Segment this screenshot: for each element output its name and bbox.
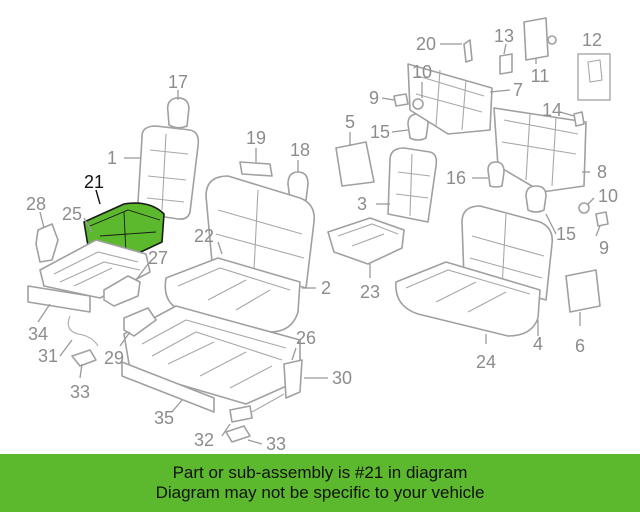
callout-15-lower: 15 (556, 224, 576, 244)
callout-12: 12 (582, 30, 602, 50)
callout-34: 34 (28, 324, 48, 344)
bolt-14-part (573, 111, 585, 127)
frame-7-part (407, 63, 493, 135)
cushion-24-part (395, 261, 541, 337)
bolt-9-part (393, 93, 409, 107)
callout-9-upper: 9 (369, 88, 379, 108)
washer-10-lower-part (578, 202, 590, 214)
callout-15-upper: 15 (370, 122, 390, 142)
callout-2: 2 (321, 278, 331, 298)
callout-24: 24 (476, 352, 496, 372)
trim-34-part (27, 285, 91, 313)
seatback-3-part (387, 147, 438, 223)
callout-23: 23 (360, 282, 380, 302)
bracket-27-part (103, 275, 141, 307)
headrest-16-part (487, 161, 505, 188)
callout-1: 1 (107, 148, 117, 168)
callout-18: 18 (290, 140, 310, 160)
callout-17: 17 (168, 72, 188, 92)
info-banner: Part or sub-assembly is #21 in diagram D… (0, 454, 640, 512)
callout-33-center: 33 (266, 434, 286, 454)
callout-28: 28 (26, 194, 46, 214)
callout-25: 25 (62, 204, 82, 224)
panel-6-part (565, 269, 601, 313)
callout-26: 26 (296, 328, 316, 348)
latch-13-part (499, 53, 513, 75)
callout-16: 16 (446, 168, 466, 188)
callout-19: 19 (246, 128, 266, 148)
callout-3: 3 (357, 194, 367, 214)
module-32-part (229, 405, 253, 423)
inset-12-box (577, 53, 611, 101)
bracket-28-part (35, 223, 59, 263)
callout-35: 35 (154, 408, 174, 428)
headrest-15-lower-part (525, 185, 547, 213)
callout-4: 4 (533, 334, 543, 354)
callout-27: 27 (148, 248, 168, 268)
cable-31-part (67, 315, 99, 347)
callout-10-upper: 10 (412, 62, 432, 82)
callout-10-lower: 10 (598, 186, 618, 206)
callout-21: 21 (84, 172, 104, 192)
frame-8-part (493, 107, 587, 193)
callout-22: 22 (194, 226, 214, 246)
callout-31: 31 (38, 346, 58, 366)
bolt-20-part (463, 39, 473, 63)
bolt-9-lower-part (595, 211, 609, 227)
callout-13: 13 (494, 26, 514, 46)
callout-8: 8 (597, 162, 607, 182)
callout-7: 7 (513, 80, 523, 100)
latch-11-part (523, 17, 549, 61)
callout-20: 20 (416, 34, 436, 54)
callout-14: 14 (542, 100, 562, 120)
bracket-30-part (283, 359, 303, 399)
headrest-17-part (166, 97, 190, 129)
callout-11: 11 (531, 66, 550, 86)
callout-33-left: 33 (70, 382, 90, 402)
callout-9-lower: 9 (599, 238, 609, 258)
callout-32: 32 (194, 430, 214, 450)
callout-30: 30 (332, 368, 352, 388)
callout-6: 6 (575, 336, 585, 356)
washer-10-part (412, 98, 424, 110)
washer-11-part (547, 35, 557, 45)
panel-5-part (335, 141, 375, 187)
clip-33-part (71, 349, 97, 367)
clip-33-center-part (225, 425, 251, 443)
banner-line-2: Diagram may not be specific to your vehi… (155, 483, 485, 502)
rail-35-part (121, 361, 215, 413)
diagram-canvas: 17 1 21 25 28 27 34 31 33 29 19 18 22 2 … (26, 17, 618, 454)
banner-line-1: Part or sub-assembly is #21 in diagram (172, 463, 468, 482)
callout-29: 29 (104, 348, 124, 368)
armrest-19-part (239, 161, 273, 177)
leader-lines (37, 43, 601, 445)
seatback-22-part (205, 175, 316, 289)
bracket-29-part (123, 307, 157, 337)
callout-5: 5 (345, 112, 355, 132)
